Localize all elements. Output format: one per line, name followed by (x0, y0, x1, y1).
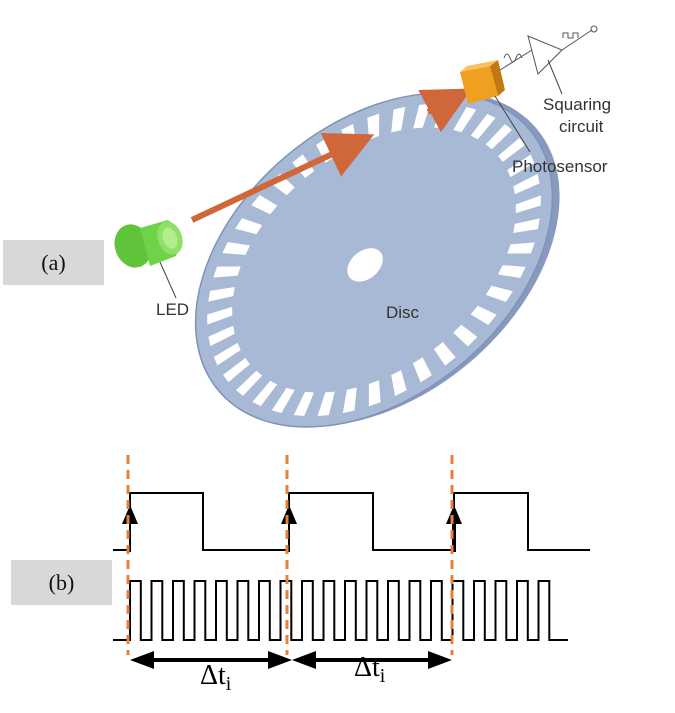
photosensor-pointer (494, 95, 531, 153)
disc-slot (252, 380, 278, 407)
disc-slot (271, 387, 295, 414)
disc-label: Disc (386, 303, 420, 322)
delta-arrow-2 (292, 651, 452, 669)
disc-slot (485, 124, 512, 150)
disc-slot (213, 266, 241, 278)
rising-edge-arrow (122, 505, 138, 552)
squaring-circuit-icon (499, 25, 598, 75)
led-pointer (159, 261, 177, 299)
led-icon (114, 220, 183, 268)
sensor-beam-arrow (418, 88, 472, 133)
disc-slot (293, 391, 315, 416)
disc-slot (485, 285, 513, 302)
disc-slot (317, 391, 335, 416)
photosensor-icon (460, 60, 505, 104)
disc-slot (515, 195, 541, 214)
light-beam-arrow (190, 133, 375, 223)
disc-slot (507, 154, 535, 178)
disc-slot (513, 218, 540, 233)
sync-dashed-lines (126, 455, 454, 655)
disc-slot (498, 265, 526, 278)
disc-slot (236, 370, 263, 396)
disc-slot (391, 370, 407, 396)
disc-slot (235, 218, 263, 235)
squaring-label-line1: Squaring (543, 95, 611, 114)
rising-edge-arrow (446, 505, 462, 552)
rising-edge-arrows (122, 505, 462, 552)
squaring-pointer (547, 59, 563, 95)
disc-slot (208, 325, 235, 347)
disc-slot (222, 242, 250, 255)
panel-label-a: (a) (3, 240, 104, 285)
disc-slot (513, 173, 540, 195)
disc-slot (391, 106, 406, 133)
disc-group (194, 92, 560, 428)
disc-slot (251, 194, 278, 215)
disc-slot (213, 342, 241, 366)
delta-t-label-2: Δti (354, 652, 386, 687)
disc-slot (470, 305, 497, 326)
disc-slot (453, 324, 478, 347)
disc-slot (207, 306, 233, 325)
disc-slot (498, 137, 525, 162)
delta-t-label-1: Δti (200, 660, 232, 695)
photosensor-label: Photosensor (512, 157, 608, 176)
rising-edge-arrow (281, 505, 297, 552)
disc-slot (342, 387, 357, 414)
timing-diagram: Δti Δti (113, 455, 590, 695)
disc-hole (347, 248, 383, 282)
led-label: LED (156, 300, 189, 319)
index-signal (113, 492, 590, 551)
disc-slot (208, 287, 235, 302)
disc-slot (223, 358, 250, 383)
panel-label-b: (b) (11, 560, 112, 605)
disc-slot (433, 341, 456, 366)
pulse-train-signal (113, 580, 568, 641)
disc-slot (412, 357, 432, 383)
disc-slot (470, 113, 496, 140)
delta-arrow-1 (130, 651, 292, 669)
disc-slot (507, 242, 535, 254)
squaring-label-line2: circuit (559, 117, 604, 136)
disc-slot (368, 380, 381, 407)
